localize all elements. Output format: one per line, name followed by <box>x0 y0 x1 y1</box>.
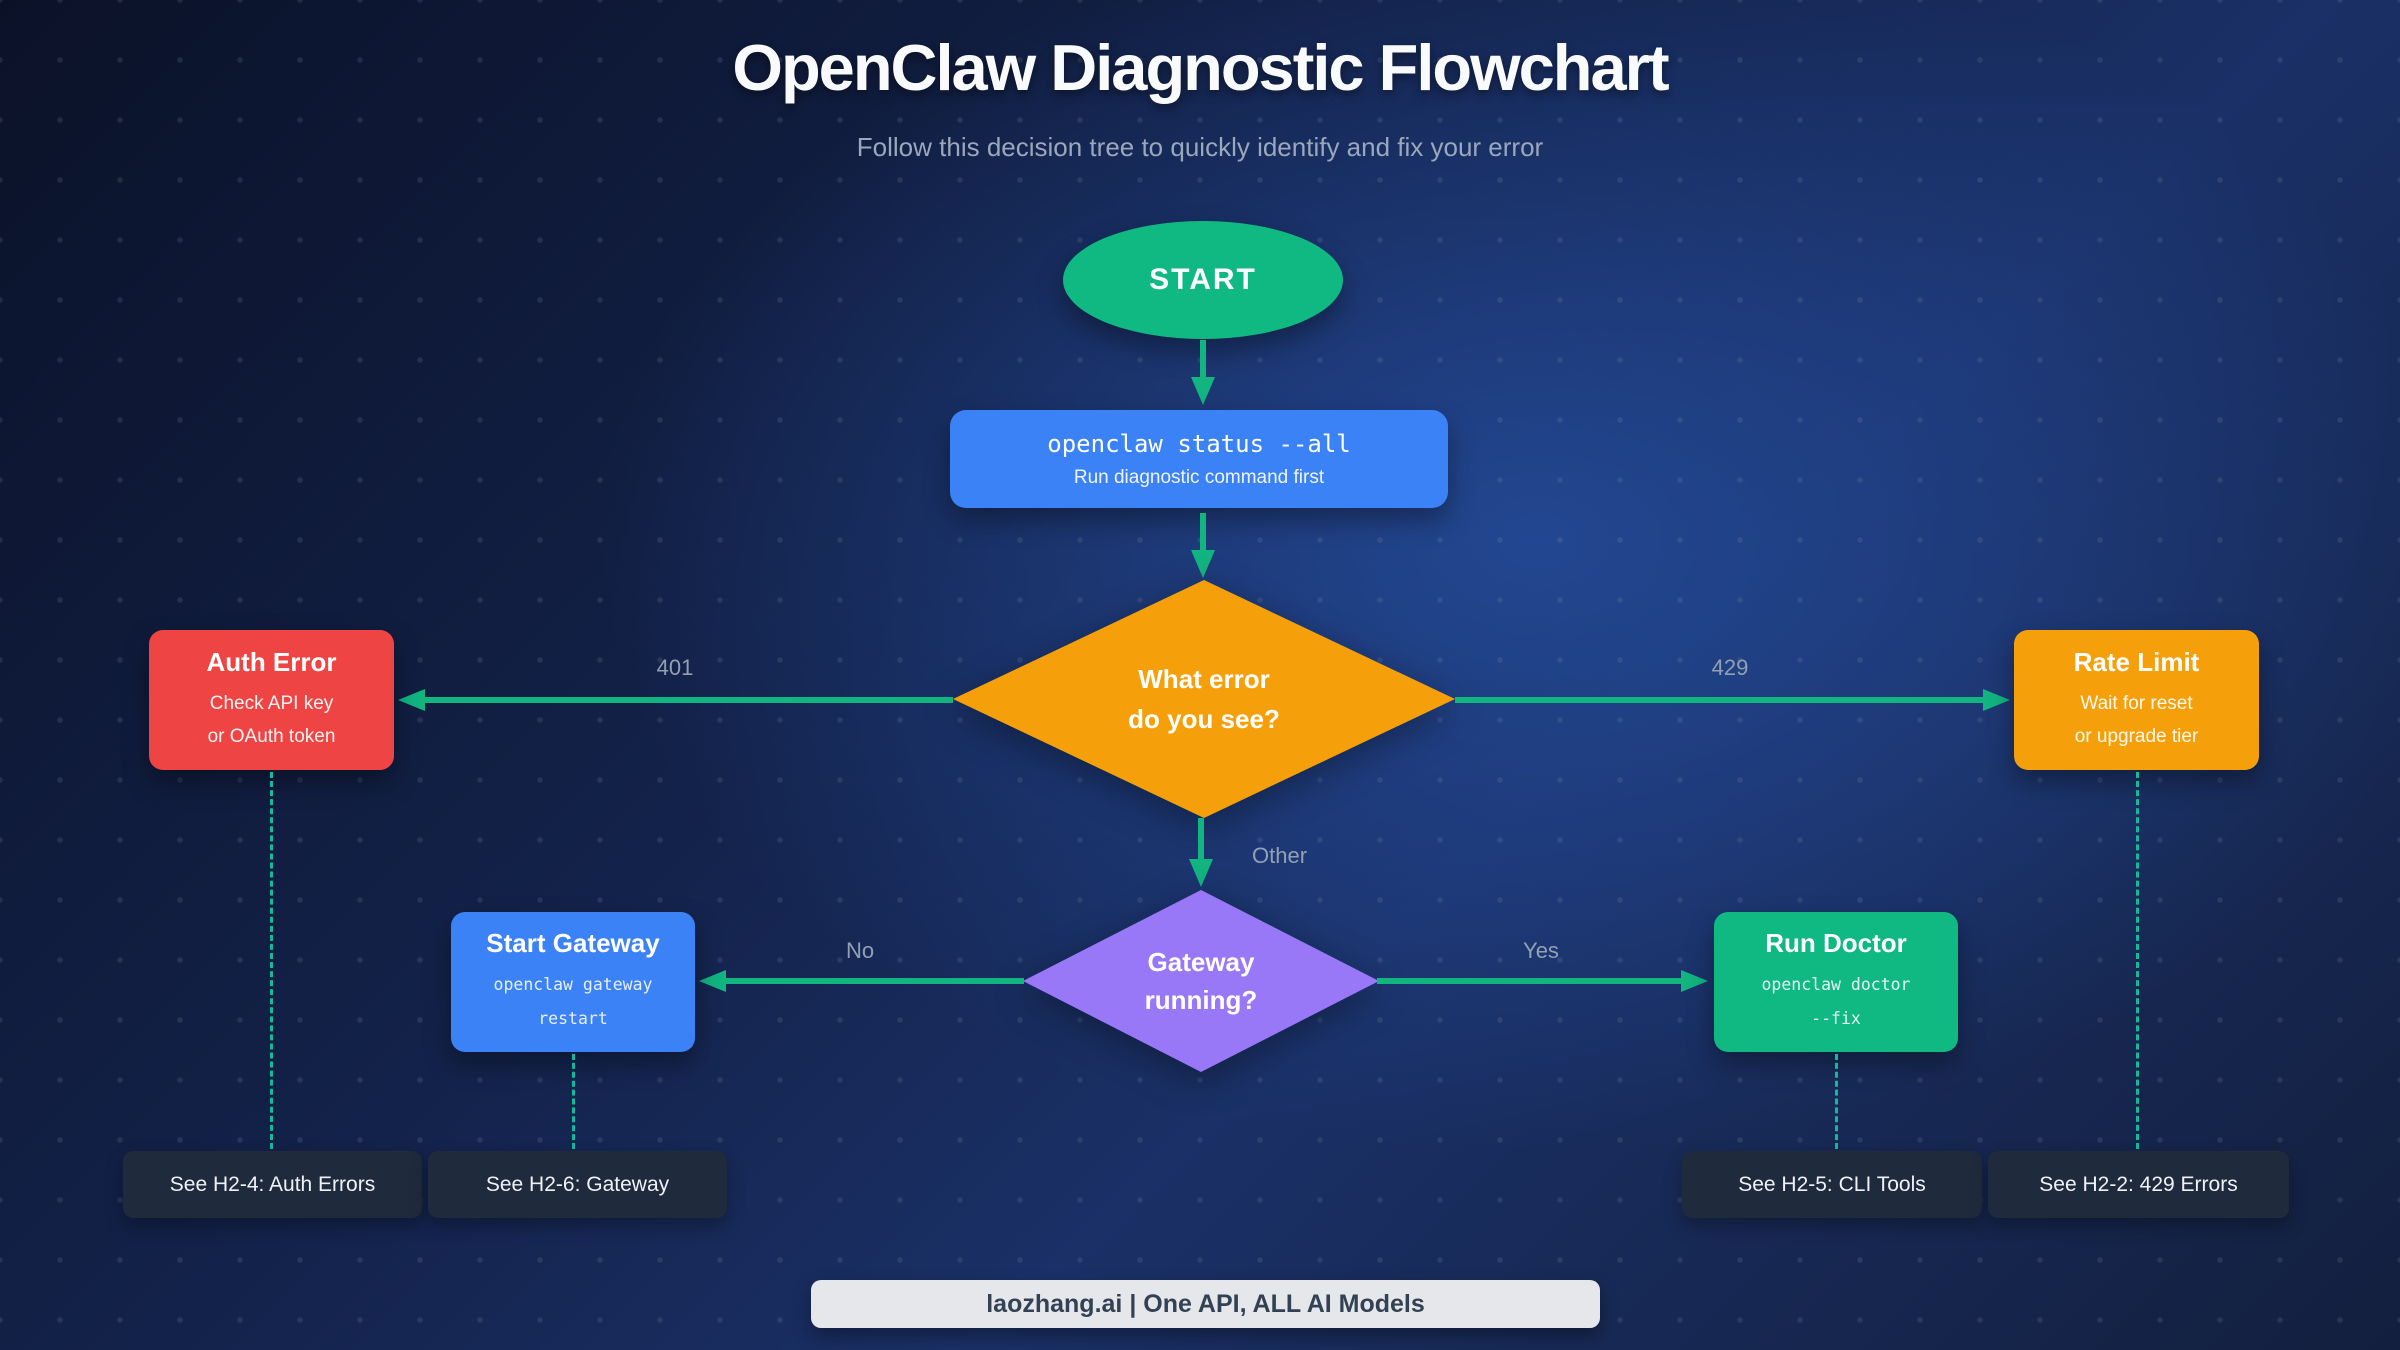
edge-429-line <box>1455 697 1985 703</box>
dashed-doctor-to-ref <box>1835 1054 1838 1149</box>
ref-429-errors: See H2-2: 429 Errors <box>1988 1151 2289 1218</box>
decision-gateway-line2: running? <box>1144 985 1258 1015</box>
ref-429-errors-label: See H2-2: 429 Errors <box>2039 1172 2238 1196</box>
auth-error-title: Auth Error <box>206 647 337 677</box>
edge-other-head <box>1189 859 1213 887</box>
edge-yes-line <box>1377 978 1683 984</box>
decision-gateway-shape: Gateway running? <box>1023 890 1379 1072</box>
start-label: START <box>1149 263 1257 296</box>
node-decision-error: What error do you see? <box>953 580 1455 818</box>
arrow-start-to-command-line <box>1200 340 1206 380</box>
start-gateway-code1: openclaw gateway <box>493 975 653 994</box>
decision-error-shape: What error do you see? <box>953 580 1455 818</box>
start-gateway-title: Start Gateway <box>486 928 660 958</box>
ref-gateway-label: See H2-6: Gateway <box>485 1172 670 1196</box>
page-subtitle: Follow this decision tree to quickly ide… <box>856 132 1544 162</box>
arrow-command-to-decision-line <box>1200 513 1206 553</box>
rate-limit-line2: or upgrade tier <box>2074 726 2199 747</box>
decision-error-line2: do you see? <box>1128 704 1280 734</box>
node-run-doctor: Run Doctor openclaw doctor --fix <box>1714 912 1958 1052</box>
ref-auth-errors: See H2-4: Auth Errors <box>123 1151 422 1218</box>
edge-no-head <box>699 970 726 992</box>
ref-gateway: See H2-6: Gateway <box>428 1151 727 1218</box>
node-decision-gateway: Gateway running? <box>1023 890 1379 1072</box>
node-start: START <box>1063 221 1343 339</box>
decision-error-line1: What error <box>1138 664 1270 694</box>
run-doctor-code1: openclaw doctor <box>1761 975 1911 994</box>
start-gateway-code2: restart <box>538 1009 608 1028</box>
ref-auth-errors-label: See H2-4: Auth Errors <box>169 1172 376 1196</box>
ref-cli-tools: See H2-5: CLI Tools <box>1682 1151 1982 1218</box>
arrow-start-to-command-head <box>1191 377 1215 405</box>
edge-label-401: 401 <box>656 655 694 680</box>
node-auth-error: Auth Error Check API key or OAuth token <box>149 630 394 770</box>
edge-label-other: Other <box>1252 843 1308 868</box>
ref-cli-tools-label: See H2-5: CLI Tools <box>1738 1172 1926 1196</box>
auth-error-line2: or OAuth token <box>207 726 336 747</box>
dashed-gateway-to-ref <box>572 1054 575 1149</box>
footer-brand-label: laozhang.ai | One API, ALL AI Models <box>986 1289 1425 1318</box>
page-title: OpenClaw Diagnostic Flowchart <box>732 31 1669 104</box>
edge-429-head <box>1983 689 2010 711</box>
decision-gateway-line1: Gateway <box>1147 947 1255 977</box>
edge-other-line <box>1198 818 1204 862</box>
edge-401-head <box>398 689 425 711</box>
run-doctor-title: Run Doctor <box>1765 928 1907 958</box>
node-command: openclaw status --all Run diagnostic com… <box>950 410 1448 508</box>
dashed-rate-to-ref <box>2136 772 2139 1149</box>
arrow-command-to-decision-head <box>1191 550 1215 578</box>
edge-label-no: No <box>845 938 875 963</box>
edge-label-429: 429 <box>1711 655 1749 680</box>
node-rate-limit: Rate Limit Wait for reset or upgrade tie… <box>2014 630 2259 770</box>
rate-limit-line1: Wait for reset <box>2080 693 2193 714</box>
edge-yes-head <box>1681 970 1708 992</box>
command-code: openclaw status --all <box>1047 429 1351 458</box>
run-doctor-code2: --fix <box>1811 1009 1861 1028</box>
edge-401-line <box>424 697 953 703</box>
auth-error-line1: Check API key <box>209 693 334 714</box>
rate-limit-title: Rate Limit <box>2073 647 2200 677</box>
dashed-auth-to-ref <box>270 772 273 1149</box>
footer-brand: laozhang.ai | One API, ALL AI Models <box>811 1280 1600 1328</box>
node-start-gateway: Start Gateway openclaw gateway restart <box>451 912 695 1052</box>
command-caption: Run diagnostic command first <box>1073 466 1325 488</box>
edge-no-line <box>724 978 1024 984</box>
edge-label-yes: Yes <box>1523 938 1559 963</box>
